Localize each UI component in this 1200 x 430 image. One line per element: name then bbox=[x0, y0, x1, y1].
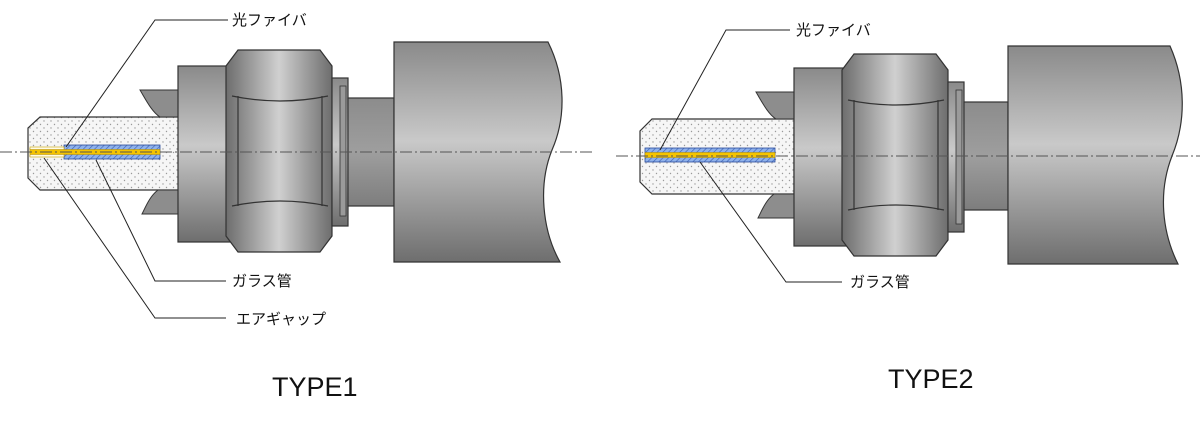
type1-leader-glass-tube bbox=[95, 159, 226, 282]
type1-nut-base bbox=[177, 65, 233, 243]
type1-leader-air-gap bbox=[43, 157, 226, 319]
type2-leader-glass-tube bbox=[699, 161, 842, 283]
type2-leader-optical-fiber bbox=[659, 29, 790, 151]
type2-body bbox=[1007, 45, 1183, 265]
type2-title: TYPE2 bbox=[888, 364, 974, 394]
type2-label-optical-fiber: 光ファイバ bbox=[796, 21, 871, 39]
type2-nut-base bbox=[793, 67, 849, 247]
type2-assembly: 光ファイバ ガラス管 TYPE2 bbox=[616, 21, 1200, 394]
type2-shoulder bbox=[755, 91, 795, 219]
type1-label-glass-tube: ガラス管 bbox=[232, 272, 292, 290]
type1-assembly: 光ファイバ ガラス管 エアギャップ TYPE1 bbox=[0, 11, 594, 402]
type1-label-air-gap: エアギャップ bbox=[236, 310, 326, 328]
type1-title: TYPE1 bbox=[272, 372, 358, 402]
type2-label-glass-tube: ガラス管 bbox=[850, 273, 910, 291]
type1-leader-optical-fiber bbox=[65, 19, 228, 148]
type1-body bbox=[393, 41, 563, 263]
type2-hex-nut bbox=[841, 53, 949, 257]
type1-label-optical-fiber: 光ファイバ bbox=[232, 11, 307, 29]
type1-shoulder bbox=[139, 89, 181, 215]
type1-hex-nut bbox=[225, 49, 333, 253]
type2-optical-fiber bbox=[644, 152, 776, 158]
